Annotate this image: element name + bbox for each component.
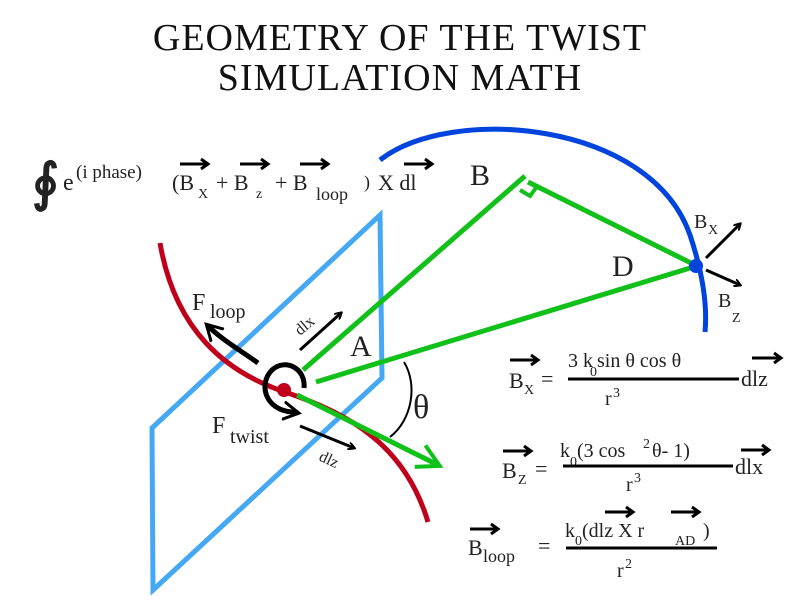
label-dlz: dlz (316, 448, 341, 472)
label-B: B (470, 159, 490, 192)
label-ftwist-sub: twist (230, 426, 269, 448)
label-bz-sub: Z (732, 311, 741, 326)
bx-den-sup: 3 (613, 386, 620, 401)
label-bz: B (718, 290, 731, 312)
bx-num: 3 k (568, 350, 593, 372)
bloop-num-sub: 0 (575, 534, 582, 549)
equation-bloop: B loop = k 0 (dlz X r AD ) r 2 (468, 505, 717, 582)
label-bx: B (694, 211, 707, 233)
bz-num-rest: (3 cos (577, 440, 626, 462)
bx-sub: X (198, 187, 208, 202)
bloop-den-sup: 2 (625, 557, 632, 572)
cross-dl: X dl (378, 170, 417, 195)
bz-sub: z (256, 187, 262, 202)
bloop-lhs: B (468, 535, 483, 560)
bx-eq: = (541, 366, 553, 391)
theta-arc (389, 361, 413, 438)
floop-arrow (207, 325, 260, 366)
bloop-sub: loop (316, 184, 348, 204)
bz-den: r (626, 474, 633, 496)
equation-bx: B X = 3 k 0 sin θ cos θ r 3 dlz (509, 350, 784, 410)
label-A: A (350, 330, 372, 363)
bx-den: r (605, 388, 612, 410)
bx-vec: dlz (741, 366, 768, 391)
green-vectors (295, 174, 701, 469)
title-line-2: SIMULATION MATH (218, 57, 582, 99)
bloop-lhs-sub: loop (483, 546, 515, 566)
bx-lhs-sub: X (524, 383, 534, 398)
dlz-arrow (299, 424, 354, 448)
line-A-D (315, 262, 701, 385)
bloop-den: r (617, 560, 624, 582)
bz-num-sup: 2 (643, 437, 650, 452)
close-paren: ) (364, 172, 370, 193)
title-line-1: GEOMETRY OF THE TWIST (153, 17, 647, 59)
bx-lhs: B (509, 368, 524, 393)
label-ftwist: F (212, 413, 225, 439)
exp-e: e (63, 170, 74, 196)
bz-num: k (560, 440, 570, 462)
bx-term: (B (172, 170, 194, 195)
exp-exponent: (i phase) (76, 162, 142, 183)
label-floop-sub: loop (210, 301, 246, 323)
bz-num-end: θ- 1) (652, 440, 690, 462)
bz-arrow (705, 268, 740, 285)
bloop-num-sub2: AD (675, 534, 695, 549)
bz-term: + B (216, 170, 249, 195)
contour-integral-symbol: ∮ (32, 152, 59, 213)
bloop-num: k (565, 520, 575, 542)
twist-rotation-arrow (262, 362, 307, 413)
plane (149, 209, 385, 596)
bloop-num-end: ) (703, 520, 710, 542)
r-direction-arrow (295, 392, 444, 469)
bz-vec: dlx (735, 454, 763, 479)
bz-lhs: B (502, 458, 517, 483)
right-angle-marker (518, 183, 540, 199)
label-bx-sub: X (708, 223, 718, 238)
bz-lhs-sub: Z (518, 473, 527, 488)
bloop-eq: = (538, 533, 550, 558)
bx-arrow (704, 224, 740, 260)
label-theta: θ (413, 389, 429, 426)
vector-bars (180, 157, 435, 171)
dlx-arrow (298, 313, 341, 352)
integral-expression: ∮ e (i phase) (B X + B z + B loop ) X dl (32, 152, 435, 213)
field-arc (378, 126, 709, 333)
equation-bz: B Z = k 0 (3 cos 2 θ- 1) r 3 dlx (502, 437, 772, 496)
label-D: D (612, 250, 634, 283)
bloop-term: + B (275, 170, 308, 195)
bz-den-sup: 3 (634, 471, 641, 486)
bloop-num-rest: (dlz X r (582, 520, 645, 542)
line-B-D (526, 179, 697, 268)
line-A-B (301, 174, 527, 372)
point-A (277, 383, 291, 397)
bx-num-rest: sin θ cos θ (597, 350, 681, 372)
bz-num-sub: 0 (570, 455, 577, 470)
point-D (689, 259, 703, 273)
label-floop: F (192, 290, 205, 316)
bz-eq: = (535, 456, 547, 481)
bx-num-sub: 0 (590, 365, 597, 380)
